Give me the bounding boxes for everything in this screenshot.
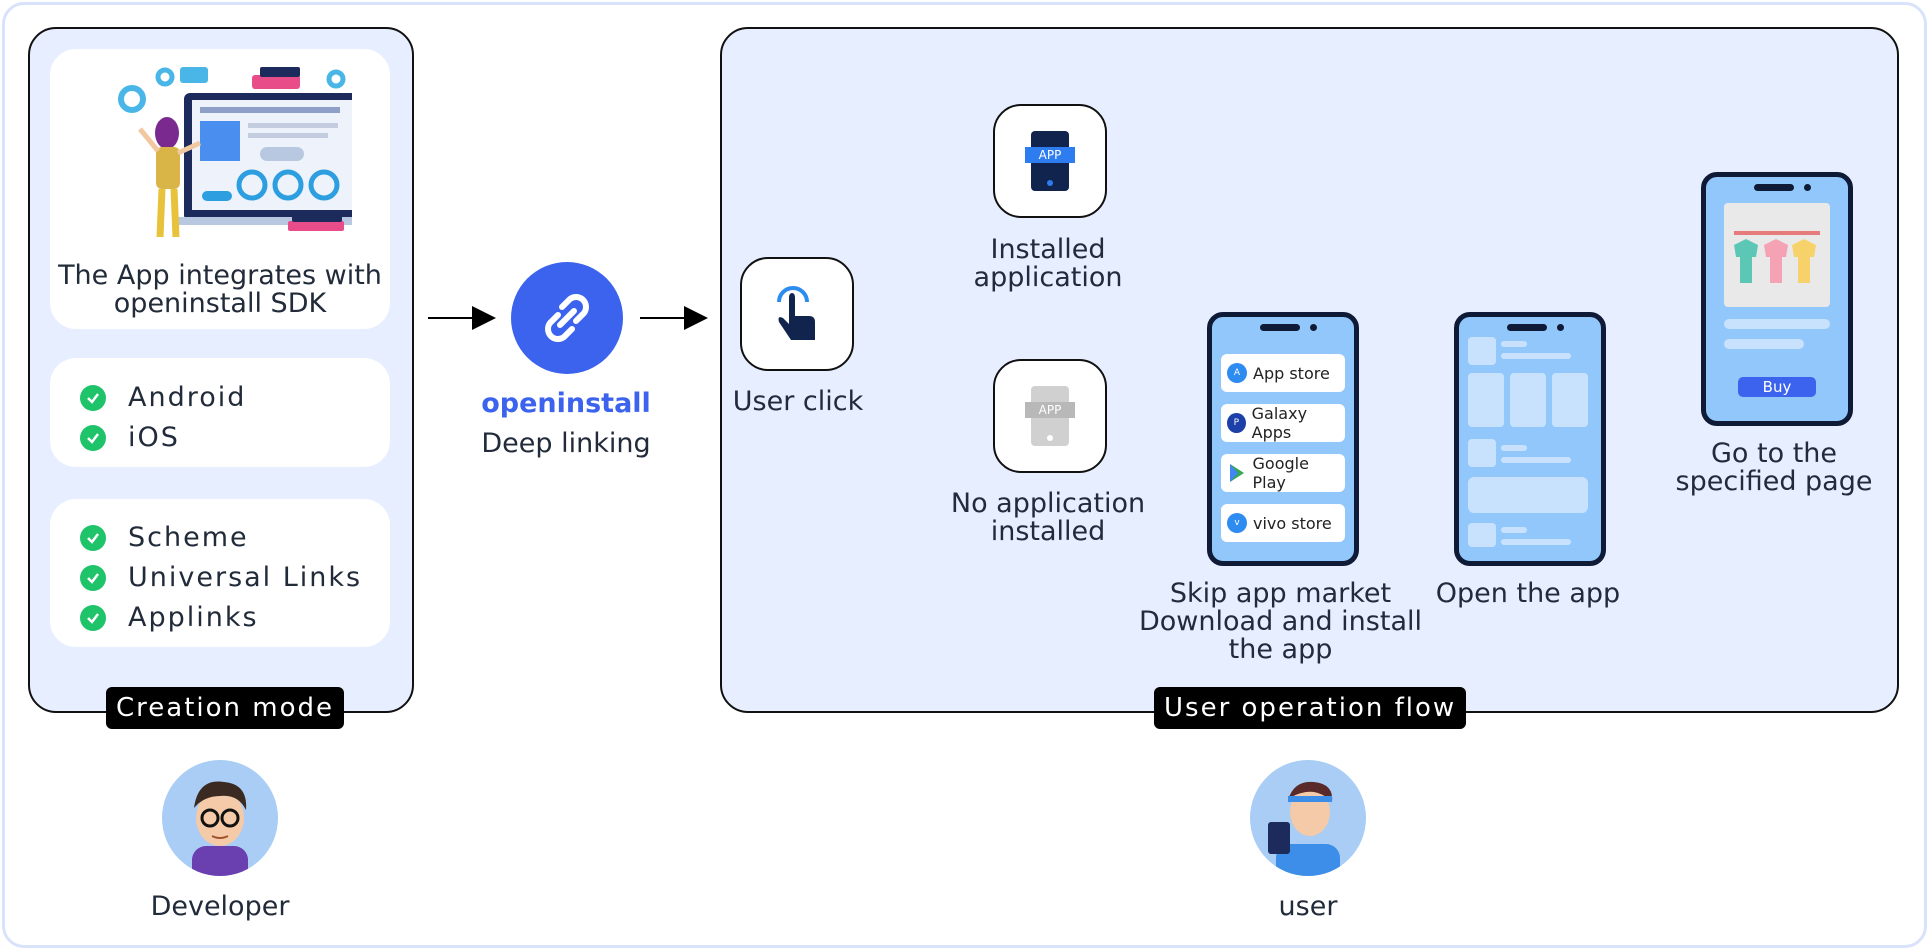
check-icon xyxy=(80,524,106,551)
deep-linking-label: Deep linking xyxy=(481,428,651,459)
market-label: App store xyxy=(1253,363,1330,383)
market-label: Galaxy Apps xyxy=(1251,404,1308,442)
market-item: Google Play xyxy=(1221,454,1345,492)
check-icon xyxy=(80,604,106,631)
goto-line1: Go to the xyxy=(1710,438,1838,469)
developer-avatar xyxy=(162,760,278,876)
not-installed-line2: installed xyxy=(990,516,1106,547)
not-installed-box: APP xyxy=(993,359,1107,473)
vivo-store-icon: v xyxy=(1227,513,1247,533)
not-installed-line1: No application xyxy=(950,488,1146,519)
user-label: user xyxy=(1278,891,1338,922)
market-item: v vivo store xyxy=(1221,504,1345,542)
developer-label: Developer xyxy=(150,891,290,922)
app-badge-text: APP xyxy=(1039,148,1062,162)
link-type-item: Scheme xyxy=(80,522,249,553)
check-icon xyxy=(80,424,106,451)
sdk-card-line1: The App integrates with xyxy=(58,260,382,291)
check-icon xyxy=(80,564,106,591)
user-avatar xyxy=(1250,760,1366,876)
open-app-phone xyxy=(1454,312,1606,566)
market-item: A App store xyxy=(1221,354,1345,392)
link-type-item: Universal Links xyxy=(80,562,362,593)
creation-mode-tag: Creation mode xyxy=(106,687,345,729)
open-app-label: Open the app xyxy=(1435,578,1621,609)
buy-button[interactable]: Buy xyxy=(1738,377,1816,397)
market-item: P Galaxy Apps xyxy=(1221,404,1345,442)
app-market-phone: A App store P Galaxy Apps Google Play v … xyxy=(1207,312,1359,566)
user-click-label: User click xyxy=(732,386,864,417)
app-store-icon: A xyxy=(1227,363,1247,383)
openinstall-link-icon xyxy=(511,262,623,374)
goto-line2: specified page xyxy=(1675,466,1873,497)
installed-line2: application xyxy=(973,262,1123,293)
installed-phone-icon: APP xyxy=(1025,131,1075,191)
market-caption-line3: the app xyxy=(1228,634,1333,665)
galaxy-apps-icon: P xyxy=(1227,413,1246,433)
product-image xyxy=(1724,203,1830,307)
market-caption: Skip app market Download and install the… xyxy=(1138,580,1423,664)
link-type-item: Applinks xyxy=(80,602,259,633)
market-label: vivo store xyxy=(1253,513,1332,533)
developer-illustration xyxy=(118,67,352,238)
installed-app-box: APP xyxy=(993,104,1107,218)
specified-page-phone: Buy xyxy=(1701,172,1853,426)
link-type-label: Universal Links xyxy=(128,562,363,593)
clothes-icon xyxy=(1734,231,1820,283)
link-type-label: Scheme xyxy=(128,522,249,553)
check-icon xyxy=(80,384,106,411)
google-play-icon xyxy=(1227,463,1247,483)
platform-label: iOS xyxy=(128,422,180,453)
user-flow-tag: User operation flow xyxy=(1154,687,1467,729)
goto-label: Go to the specified page xyxy=(1656,440,1892,496)
market-label: Google Play xyxy=(1252,454,1309,492)
market-caption-line2: Download and install xyxy=(1139,606,1422,637)
user-click-box xyxy=(740,257,854,371)
openinstall-brand: openinstall xyxy=(481,388,651,419)
link-type-label: Applinks xyxy=(128,602,259,633)
sdk-integration-card: The App integrates with openinstall SDK xyxy=(50,49,390,329)
not-installed-phone-icon: APP xyxy=(1025,386,1075,446)
platforms-card: Android iOS xyxy=(50,358,390,467)
installed-label: Installed application xyxy=(948,236,1148,292)
installed-line1: Installed xyxy=(990,234,1106,265)
platform-item: Android xyxy=(80,382,246,413)
link-types-card: Scheme Universal Links Applinks xyxy=(50,499,390,647)
sdk-card-line2: openinstall SDK xyxy=(113,288,327,319)
platform-label: Android xyxy=(128,382,247,413)
market-caption-line1: Skip app market xyxy=(1169,578,1392,609)
not-installed-label: No application installed xyxy=(938,490,1158,546)
app-badge-text: APP xyxy=(1039,403,1062,417)
platform-item: iOS xyxy=(80,422,180,453)
tap-hand-icon xyxy=(777,286,815,340)
